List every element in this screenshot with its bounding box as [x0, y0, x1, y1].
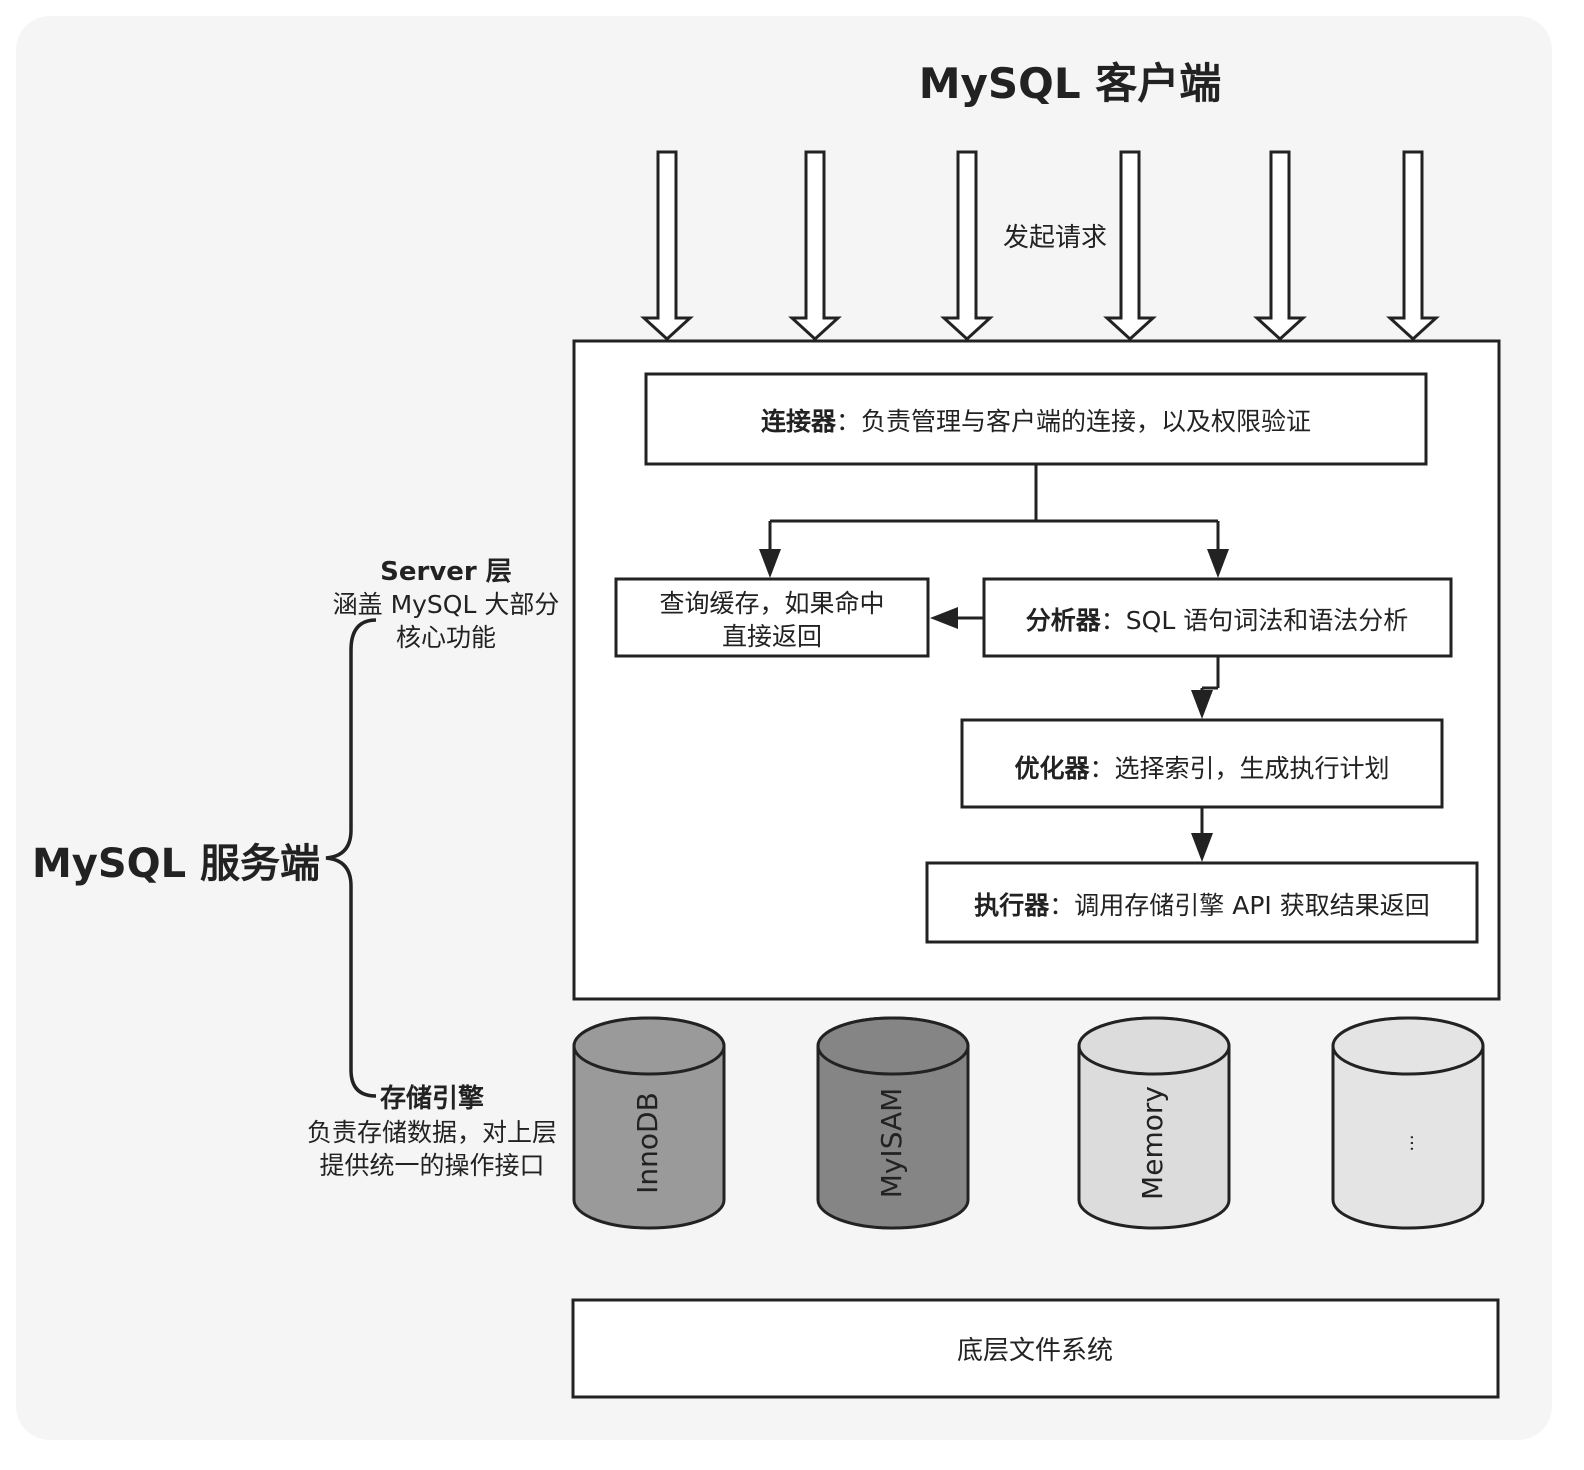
arrow-to-optimizer — [1191, 690, 1213, 719]
request-arrow-1 — [640, 150, 694, 342]
server-side-brace — [325, 618, 377, 1098]
connector-split-connector — [768, 464, 1220, 553]
server-layer-name: Server 层 — [380, 557, 512, 587]
connector-box — [644, 372, 1428, 466]
engine-label-4: ... — [1397, 1134, 1418, 1151]
optimizer-text: 优化器：选择索引，生成执行计划 — [1014, 754, 1389, 783]
analyzer-desc: ：SQL 语句词法和语法分析 — [1101, 606, 1408, 635]
executor-box — [925, 861, 1479, 944]
analyzer-box — [982, 577, 1453, 658]
filesystem-label: 底层文件系统 — [957, 1336, 1113, 1366]
executor-name: 执行器 — [974, 891, 1050, 920]
connector-desc: ：负责管理与客户端的连接，以及权限验证 — [836, 407, 1311, 436]
engine-label-3: Memory — [1136, 1086, 1169, 1200]
engine-cylinder-2: MyISAM — [816, 1016, 970, 1230]
cache-line1: 查询缓存，如果命中 — [659, 589, 884, 618]
engine-cylinder-1: InnoDB — [572, 1016, 726, 1230]
executor-desc: ：调用存储引擎 API 获取结果返回 — [1049, 891, 1429, 920]
engine-label-2: MyISAM — [875, 1088, 908, 1199]
request-arrow-5 — [1253, 150, 1307, 342]
engine-cylinder-4: ... — [1331, 1016, 1485, 1230]
request-arrow-4 — [1103, 150, 1157, 342]
server-layer-desc-2: 核心功能 — [396, 623, 496, 652]
connector-name: 连接器 — [761, 407, 837, 436]
request-arrow-2 — [788, 150, 842, 342]
request-label: 发起请求 — [1003, 223, 1107, 253]
arrow-analyzer-to-cache — [930, 607, 958, 629]
analyzer-text: 分析器：SQL 语句词法和语法分析 — [1026, 606, 1408, 635]
optimizer-desc: ：选择索引，生成执行计划 — [1090, 754, 1390, 783]
cache-line2: 直接返回 — [722, 622, 822, 651]
arrow-to-executor — [1191, 833, 1213, 862]
request-arrow-6 — [1386, 150, 1440, 342]
server-layer-desc-1: 涵盖 MySQL 大部分 — [333, 590, 560, 619]
storage-engines: InnoDB MyISAM Memory... — [572, 1016, 1485, 1230]
request-arrows — [640, 150, 1440, 342]
analyzer-name: 分析器 — [1026, 606, 1102, 635]
engine-cylinder-3: Memory — [1077, 1016, 1231, 1230]
request-arrow-3 — [940, 150, 994, 342]
engine-label-1: InnoDB — [631, 1092, 664, 1194]
server-side-title: MySQL 服务端 — [32, 841, 320, 887]
executor-text: 执行器：调用存储引擎 API 获取结果返回 — [974, 891, 1429, 920]
filesystem-box — [571, 1298, 1500, 1399]
arrow-to-analyzer — [1207, 549, 1229, 578]
optimizer-name: 优化器 — [1014, 754, 1090, 783]
connector-text: 连接器：负责管理与客户端的连接，以及权限验证 — [761, 407, 1311, 436]
arrow-to-cache — [759, 549, 781, 578]
client-title: MySQL 客户端 — [919, 59, 1222, 108]
storage-layer-desc-1: 负责存储数据，对上层 — [307, 1118, 557, 1147]
storage-layer-desc-2: 提供统一的操作接口 — [319, 1151, 544, 1180]
storage-layer-name: 存储引擎 — [380, 1083, 484, 1114]
query-cache-box — [614, 577, 930, 658]
